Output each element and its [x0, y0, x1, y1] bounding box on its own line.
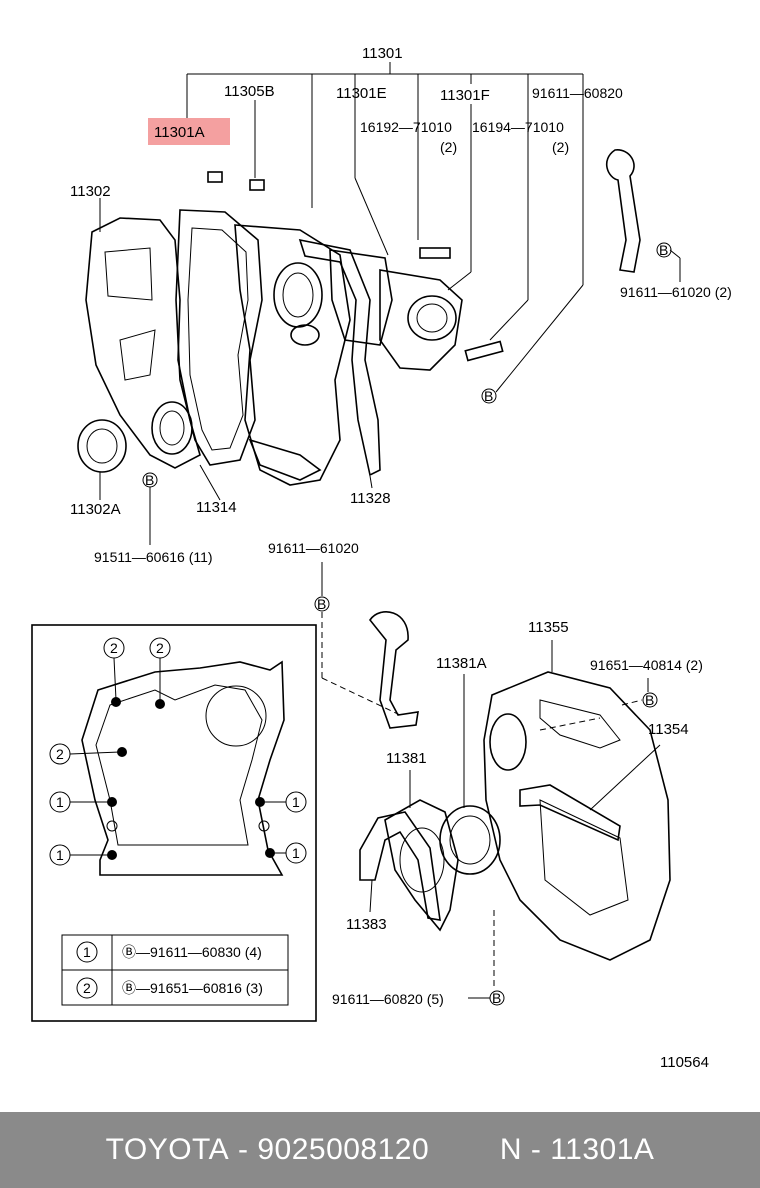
svg-text:1: 1 — [292, 794, 300, 810]
label-11302a: 11302A — [70, 501, 121, 518]
highlight-11301a — [148, 118, 230, 145]
part-info-footer: TOYOTA - 9025008120 N - 11301A — [0, 1112, 760, 1188]
oil-seal-11381a — [439, 805, 501, 875]
inset-callout-1: 1 — [49, 791, 117, 813]
svg-text:2: 2 — [156, 640, 164, 656]
svg-text:B: B — [484, 388, 493, 404]
retainer-11381 — [384, 799, 459, 932]
label-11301e: 11301E — [336, 85, 387, 102]
label-91611-61020-side: 91611—61020 (2) — [620, 284, 732, 300]
legend-num-1: 1 — [83, 944, 91, 960]
stud-16192 — [419, 247, 451, 259]
svg-text:B: B — [145, 472, 154, 488]
inset-callout-2: 2 — [49, 743, 127, 765]
svg-text:B: B — [317, 596, 326, 612]
label-16192-qty: (2) — [440, 139, 457, 155]
label-11305b: 11305B — [224, 83, 275, 100]
bolt-b-marker: B — [656, 242, 672, 258]
label-16192-71010: 16192—71010 — [360, 119, 452, 135]
label-11301f: 11301F — [440, 87, 490, 104]
svg-text:B: B — [645, 692, 654, 708]
label-16194-qty: (2) — [552, 139, 569, 155]
bolt-b-marker: B — [314, 562, 330, 612]
label-11301: 11301 — [362, 45, 403, 62]
timing-cover-11302 — [85, 217, 201, 469]
bolt-b-marker: B — [468, 990, 505, 1006]
gasket-11314 — [175, 209, 263, 466]
footer-ref: N - 11301A — [499, 1133, 655, 1166]
inset-gasket-outline — [81, 660, 285, 876]
label-11381a: 11381A — [436, 655, 487, 672]
label-91611-61020: 91611—61020 — [268, 540, 359, 556]
label-91651-40814: 91651—40814 (2) — [590, 657, 703, 673]
assembly-callout-lines — [99, 62, 681, 393]
label-91511-60616: 91511—60616 (11) — [94, 549, 213, 565]
gasket-11328 — [298, 238, 381, 477]
lower-callout-lines — [369, 640, 661, 913]
inset-callout-1: 1 — [49, 844, 117, 866]
stud-16194 — [464, 340, 504, 362]
inset-callout-2: 2 — [149, 637, 171, 709]
parts-diagram: 11301 11305B 11301E 11301F 91611—60820 1… — [31, 45, 732, 1071]
gasket-11383 — [359, 811, 441, 921]
water-outlet-11301f — [379, 269, 463, 371]
label-11328: 11328 — [350, 490, 391, 507]
legend-text-2: Ⓑ—91651—60816 (3) — [122, 980, 263, 996]
svg-text:1: 1 — [56, 847, 64, 863]
label-drawing-number: 110564 — [660, 1054, 709, 1071]
legend-text-1: Ⓑ—91611—60830 (4) — [122, 944, 262, 960]
inset-legend-table: 1 Ⓑ—91611—60830 (4) 2 Ⓑ—91651—60816 (3) — [61, 934, 289, 1006]
svg-text:B: B — [659, 242, 668, 258]
inset-box — [31, 624, 317, 1022]
timing-case-11301 — [234, 224, 351, 486]
bolt-b-marker: B — [142, 472, 158, 545]
label-11383: 11383 — [346, 916, 387, 933]
label-11355: 11355 — [528, 619, 569, 636]
label-11301a: 11301A — [154, 124, 205, 141]
oil-seal-11302a — [77, 419, 127, 500]
svg-text:1: 1 — [56, 794, 64, 810]
label-11381: 11381 — [386, 750, 427, 767]
footer-brand: TOYOTA — [105, 1133, 230, 1166]
inset-callout-2: 2 — [103, 637, 125, 707]
legend-num-2: 2 — [83, 980, 91, 996]
label-16194-71010: 16194—71010 — [472, 119, 564, 135]
bracket-lower — [369, 611, 419, 729]
bolt-b-marker: B — [481, 388, 497, 404]
label-11314: 11314 — [196, 499, 237, 516]
label-11354: 11354 — [648, 721, 689, 738]
dowel-pins — [207, 171, 265, 191]
housing-11301e — [329, 249, 393, 346]
svg-text:B: B — [492, 990, 501, 1006]
bracket-top-right — [605, 149, 641, 273]
cover-11354 — [519, 784, 621, 842]
label-91611-60820-5: 91611—60820 (5) — [332, 991, 444, 1007]
bolt-b-marker: B — [642, 692, 658, 708]
end-plate-11355 — [483, 671, 671, 961]
label-11302: 11302 — [70, 183, 111, 200]
svg-text:2: 2 — [56, 746, 64, 762]
inset-callout-1: 1 — [265, 842, 307, 864]
label-91611-60820: 91611—60820 — [532, 85, 623, 101]
svg-text:1: 1 — [292, 845, 300, 861]
inset-callout-1: 1 — [255, 791, 307, 813]
svg-text:2: 2 — [110, 640, 118, 656]
footer-part-number: 9025008120 — [257, 1133, 430, 1166]
